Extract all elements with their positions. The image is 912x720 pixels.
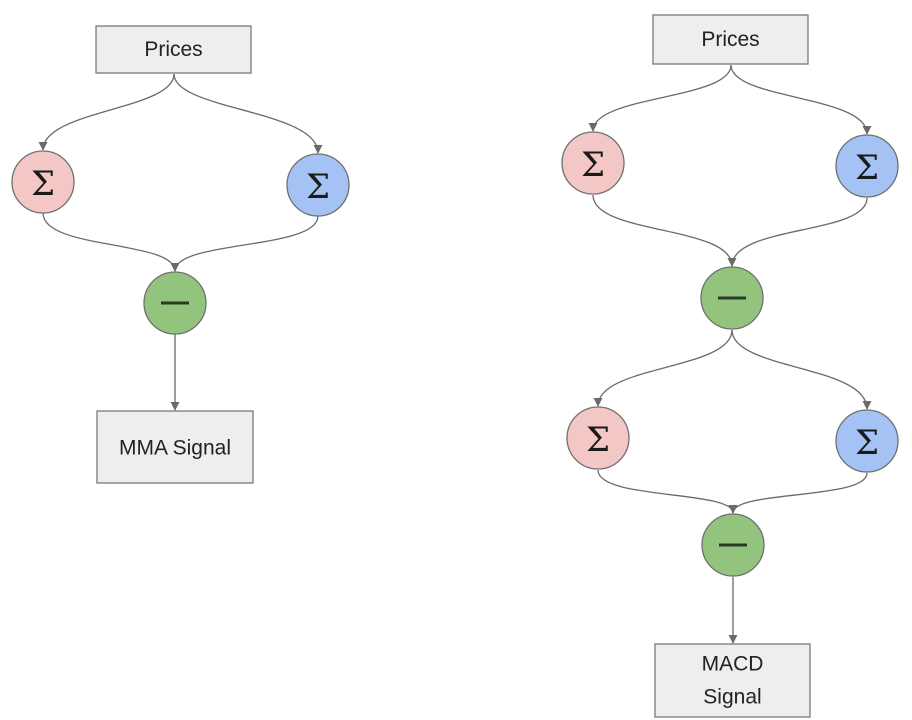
edge-slow-sum-to-subtract-1 bbox=[727, 197, 868, 267]
edge-subtract-1-to-fast-sum-2 bbox=[593, 329, 733, 407]
mma-signal-label: MMA Signal bbox=[119, 437, 231, 460]
macd-prices-input-box: Prices bbox=[652, 14, 809, 65]
sigma-icon: Σ bbox=[306, 167, 330, 207]
macd-subtract-node-2 bbox=[701, 513, 765, 577]
macd-slow-sum-node-1: Σ bbox=[835, 134, 899, 198]
macd-fast-sum-node-1: Σ bbox=[561, 131, 625, 195]
edge-fast-sum-to-subtract-1 bbox=[592, 194, 737, 267]
macd-signal-label-line-1: MACD bbox=[702, 653, 764, 676]
edge-fast-sum-2-to-subtract-2 bbox=[597, 469, 738, 514]
macd-slow-sum-node-2: Σ bbox=[835, 409, 899, 473]
macd-signal-output-box: MACD Signal bbox=[654, 643, 811, 718]
macd-prices-label: Prices bbox=[701, 28, 759, 51]
edge-prices-to-slow-sum bbox=[173, 73, 323, 154]
edge-prices-to-fast-sum bbox=[38, 73, 175, 151]
macd-fast-sum-node-2: Σ bbox=[566, 406, 630, 470]
mma-prices-label: Prices bbox=[144, 38, 202, 61]
mma-signal-output-box: MMA Signal bbox=[96, 410, 254, 484]
sigma-icon: Σ bbox=[855, 423, 879, 463]
sigma-icon: Σ bbox=[855, 148, 879, 188]
macd-subtract-node-1 bbox=[700, 266, 764, 330]
edge-prices-to-fast-sum bbox=[588, 64, 732, 132]
mma-slow-sum-node: Σ bbox=[286, 153, 350, 217]
mma-subtract-node bbox=[143, 271, 207, 335]
macd-diagram: Prices Σ Σ Σ Σ MACD Signal bbox=[561, 14, 899, 718]
edge-fast-sum-to-subtract bbox=[42, 212, 180, 272]
sigma-icon: Σ bbox=[586, 420, 610, 460]
edge-prices-to-slow-sum bbox=[730, 64, 872, 135]
mma-fast-sum-node: Σ bbox=[11, 150, 75, 214]
mma-prices-input-box: Prices bbox=[95, 25, 252, 74]
edge-slow-sum-to-subtract bbox=[170, 215, 319, 272]
sigma-icon: Σ bbox=[31, 164, 55, 204]
macd-signal-label-line-2: Signal bbox=[703, 686, 761, 709]
edge-subtract-1-to-slow-sum-2 bbox=[731, 329, 872, 410]
sigma-icon: Σ bbox=[581, 145, 605, 185]
mma-diagram: Prices Σ Σ MMA Signal bbox=[11, 25, 350, 484]
edge-slow-sum-2-to-subtract-2 bbox=[728, 472, 868, 514]
